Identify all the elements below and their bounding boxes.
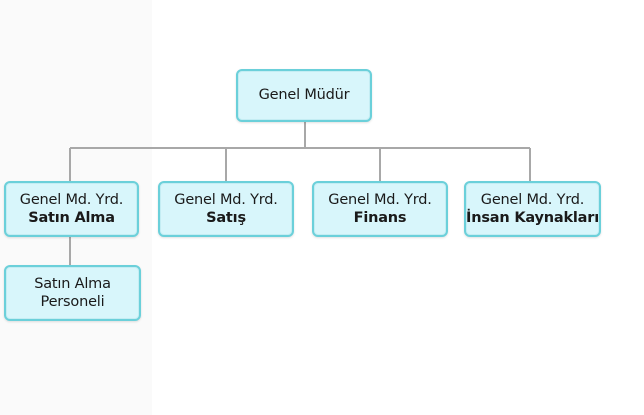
node-insan-kaynaklari: Genel Md. Yrd. İnsan Kaynakları (464, 181, 601, 237)
node-satis-title: Genel Md. Yrd. (174, 191, 278, 208)
node-genel-mudur-label: Genel Müdür (258, 87, 350, 104)
node-satin-alma-title: Genel Md. Yrd. (19, 191, 124, 208)
node-finans: Genel Md. Yrd. Finans (312, 181, 448, 237)
node-satin-alma: Genel Md. Yrd. Satın Alma (4, 181, 139, 237)
node-satis-unit: Satış (206, 210, 246, 226)
node-satis: Genel Md. Yrd. Satış (158, 181, 294, 237)
node-genel-mudur: Genel Müdür (236, 69, 372, 122)
node-satin-alma-personeli: Satın Alma Personeli (4, 265, 141, 321)
node-sub-line1: Satın Alma (34, 275, 111, 292)
node-finans-unit: Finans (353, 210, 407, 226)
node-finans-title: Genel Md. Yrd. (328, 191, 432, 208)
node-insan-kaynaklari-unit: İnsan Kaynakları (466, 210, 599, 226)
node-satin-alma-unit: Satın Alma (28, 210, 115, 226)
node-sub-line2: Personeli (40, 294, 105, 310)
node-insan-kaynaklari-title: Genel Md. Yrd. (480, 191, 585, 208)
